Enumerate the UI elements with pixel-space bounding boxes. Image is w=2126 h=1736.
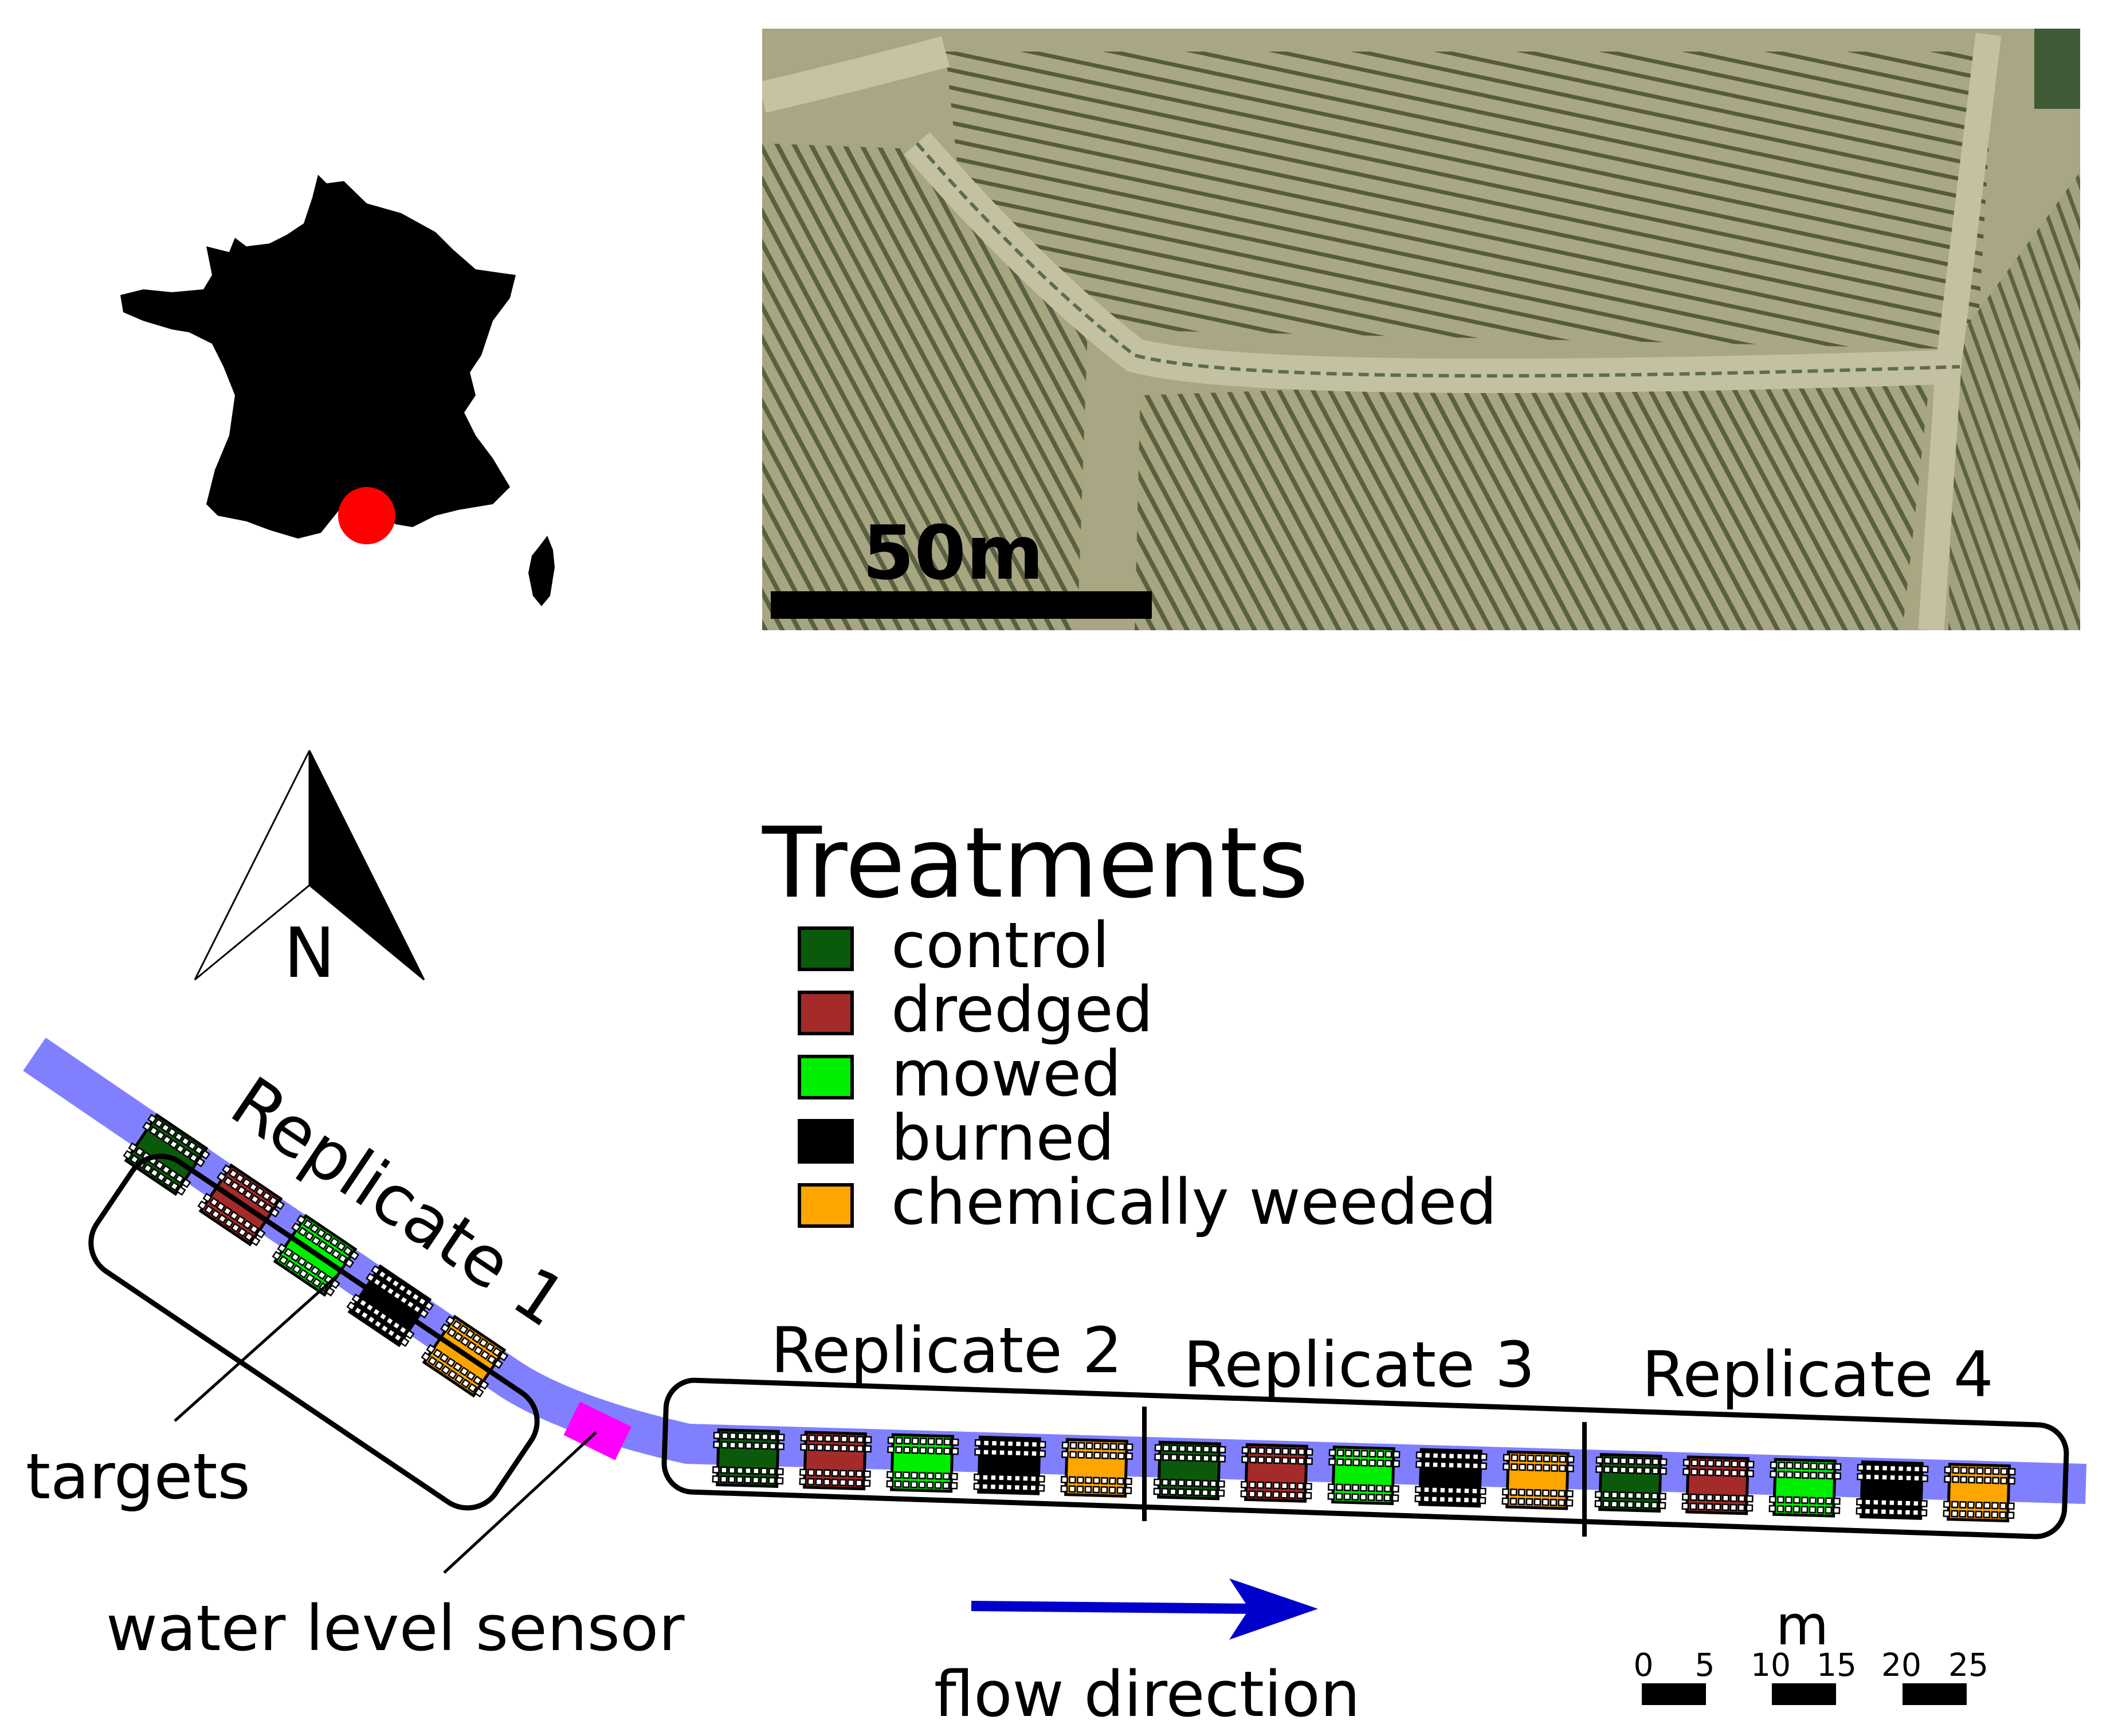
north-arrow: N <box>194 750 425 993</box>
scale-tick-label: 15 <box>1817 1647 1857 1683</box>
corsica-silhouette <box>528 536 555 606</box>
scale-segment <box>1642 1683 1706 1705</box>
legend-label-dredged: dredged <box>891 973 1153 1046</box>
treatment-plot <box>1240 1443 1313 1503</box>
legend: Treatments controldredgedmowedburnedchem… <box>762 807 1497 1239</box>
scale-segment <box>1772 1683 1836 1705</box>
treatment-plot <box>1681 1455 1755 1515</box>
north-arrow-right-half <box>308 750 425 981</box>
scale-tick-label: 20 <box>1881 1647 1921 1683</box>
treatment-plot <box>799 1431 872 1491</box>
treatment-plot <box>886 1433 959 1493</box>
flow-direction-label: flow direction <box>934 1658 1360 1731</box>
treatment-plot <box>1594 1453 1668 1513</box>
scale-tick-label: 25 <box>1948 1647 1988 1683</box>
treatment-plot <box>1856 1460 1929 1520</box>
treatment-plot <box>973 1435 1046 1495</box>
treatment-plot <box>1060 1438 1133 1498</box>
metric-scale: m 0 5 10 15 20 25 <box>1634 1594 1988 1705</box>
replicate-3-label: Replicate 3 <box>1183 1328 1535 1401</box>
treatment-plot <box>1153 1440 1226 1501</box>
scale-tick-label: 0 <box>1634 1647 1654 1683</box>
legend-swatch-control <box>798 926 854 971</box>
flow-direction-arrow <box>971 1578 1318 1640</box>
replicate-4-label: Replicate 4 <box>1642 1338 1994 1411</box>
legend-swatch-dredged <box>798 991 854 1035</box>
legend-swatch-chemically-weeded <box>798 1183 854 1228</box>
targets-label: targets <box>26 1440 250 1513</box>
treatment-plot <box>1943 1463 2016 1523</box>
treatment-plot <box>1414 1448 1488 1508</box>
legend-swatch-burned <box>798 1119 854 1164</box>
replicate-1-box <box>88 1153 540 1511</box>
water-level-sensor-label: water level sensor <box>106 1592 685 1665</box>
legend-label-control: control <box>891 909 1109 982</box>
legend-title: Treatments <box>762 807 1309 920</box>
treatment-plot <box>1327 1446 1401 1506</box>
france-silhouette <box>120 175 516 539</box>
site-location-marker <box>338 487 395 544</box>
location-map <box>120 175 555 606</box>
legend-label-mowed: mowed <box>891 1037 1121 1110</box>
water-level-sensor <box>563 1401 631 1460</box>
legend-label-burned: burned <box>891 1101 1115 1175</box>
scale-tick-label: 10 <box>1751 1647 1791 1683</box>
targets-leader-line <box>174 1274 339 1422</box>
treatment-plot <box>712 1428 785 1488</box>
aerial-photo: 50m <box>762 29 2080 630</box>
legend-label-chemically-weeded: chemically weeded <box>891 1165 1497 1239</box>
sensor-leader-line <box>443 1431 597 1574</box>
photo-scale-bar-label: 50m <box>862 509 1044 596</box>
treatment-plot <box>1501 1450 1575 1510</box>
scale-tick-label: 5 <box>1695 1647 1715 1683</box>
north-label: N <box>284 914 335 993</box>
scale-segment <box>1903 1683 1967 1705</box>
treatment-plot <box>123 1113 211 1196</box>
scale-unit-label: m <box>1776 1594 1829 1658</box>
replicate-2-label: Replicate 2 <box>771 1314 1123 1387</box>
photo-scale-bar <box>771 591 1152 619</box>
legend-swatch-mowed <box>798 1055 854 1099</box>
treatment-plot <box>1768 1458 1842 1518</box>
replicates-2-4-box <box>661 1377 2069 1539</box>
ditch-layout: Replicate 1 Replicate 2 Replicate 3 Repl… <box>23 1038 2087 1731</box>
